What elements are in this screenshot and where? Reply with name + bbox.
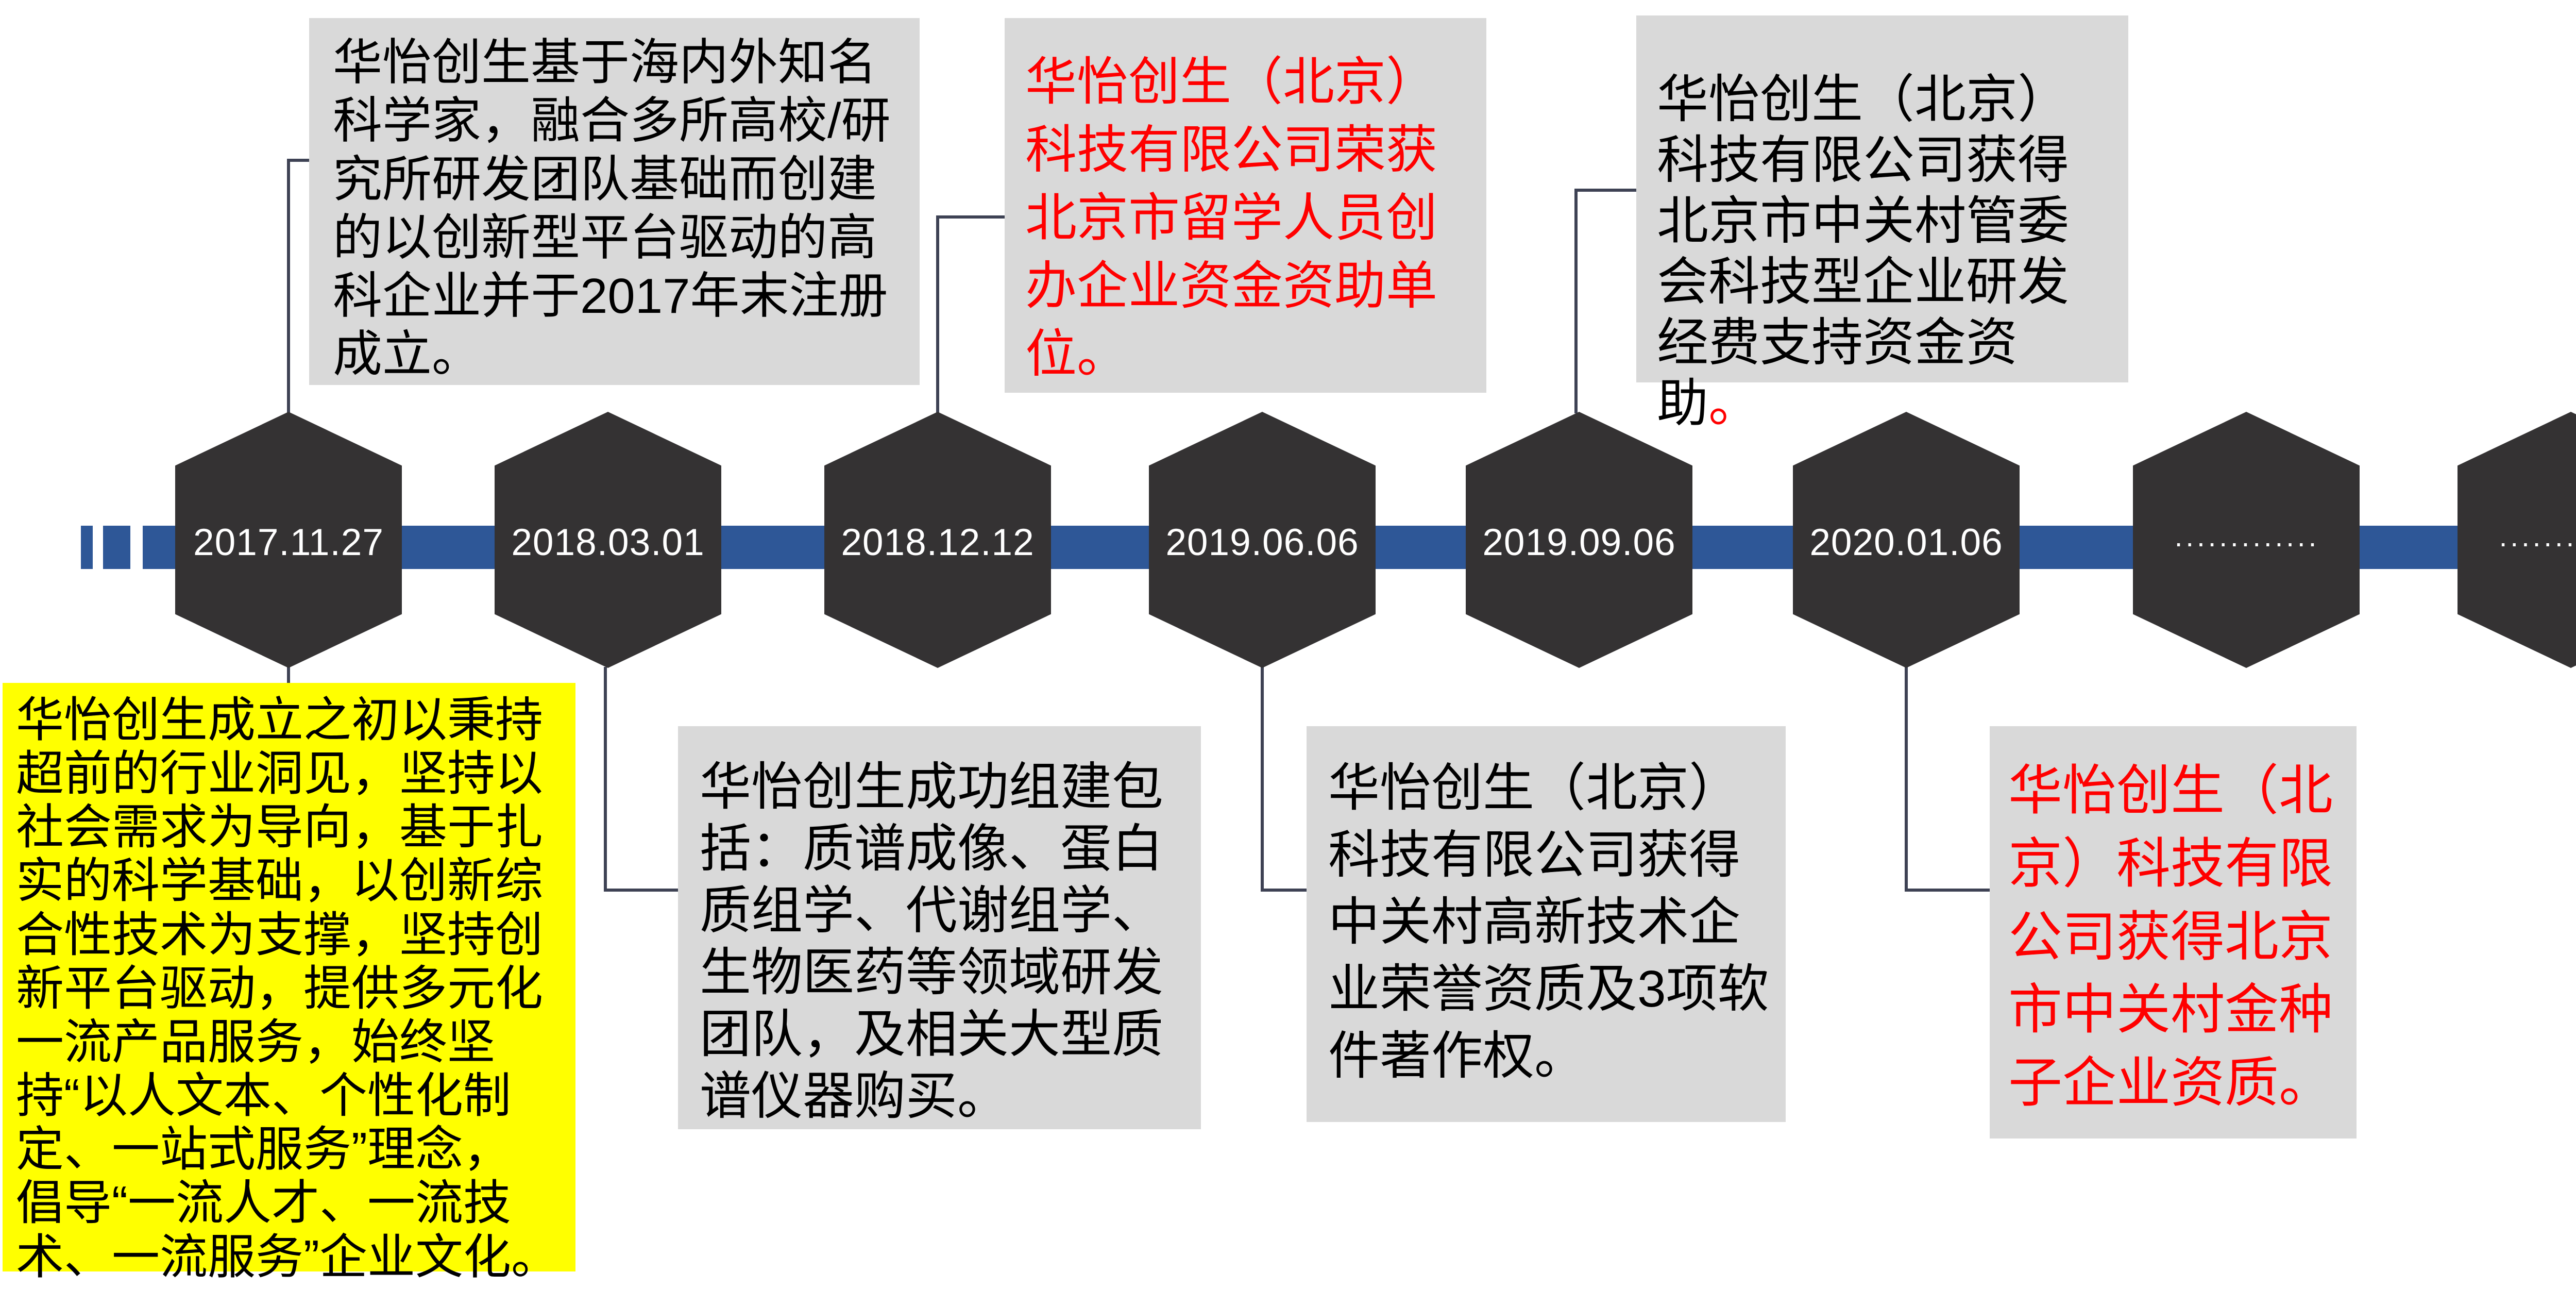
node-dots: ············· [2174,526,2319,559]
callout-founding: 华怡创生基于海内外知名科学家，融合多所高校/研究所研发团队基础而创建的以创新型平… [309,18,920,385]
timeline-node-2017-11-27: 2017.11.27 [175,412,402,668]
connector-zgc-rd-fund [1574,189,1639,413]
callout-gold-seed-text: 华怡创生（北京）科技有限公司获得北京市中关村金种子企业资质。 [2008,761,2333,1113]
node-date: 2019.06.06 [1165,522,1359,563]
callout-zgc-rd-fund-period: 。 [1708,375,1760,432]
connector-founding [287,159,312,413]
node-date: 2020.01.06 [1809,522,2003,563]
callout-vision: 华怡创生成立之初以秉持超前的行业洞见，坚持以社会需求为导向，基于扎实的科学基础，… [3,683,575,1284]
callout-teams: 华怡创生成功组建包括：质谱成像、蛋白质组学、代谢组学、生物医药等领域研发团队，及… [678,726,1201,1129]
connector-vision [287,667,292,685]
node-dots: ············· [2498,526,2576,559]
connector-gold-seed [1905,667,1993,892]
timeline-node-2020-01-06: 2020.01.06 [1793,412,2020,668]
callout-hightech-text: 华怡创生（北京）科技有限公司获得中关村高新技术企业荣誉资质及3项软件著作权。 [1328,759,1769,1085]
node-date: 2017.11.27 [193,522,384,563]
node-date: 2018.12.12 [841,522,1035,563]
callout-teams-text: 华怡创生成功组建包括：质谱成像、蛋白质组学、代谢组学、生物医药等领域研发团队，及… [700,758,1163,1125]
connector-overseas-fund [936,215,1008,413]
callout-founding-text: 华怡创生基于海内外知名科学家，融合多所高校/研究所研发团队基础而创建的以创新型平… [333,35,891,382]
timeline-node-2018-03-01: 2018.03.01 [495,412,721,668]
node-date: 2018.03.01 [511,522,705,563]
timeline-node-future-2: ············· [2458,412,2576,668]
callout-overseas-fund: 华怡创生（北京）科技有限公司荣获北京市留学人员创办企业资金资助单位。 [1005,18,1486,393]
timeline-node-future-1: ············· [2133,412,2360,668]
callout-hightech: 华怡创生（北京）科技有限公司获得中关村高新技术企业荣誉资质及3项软件著作权。 [1307,726,1786,1122]
timeline-node-2019-09-06: 2019.09.06 [1466,412,1692,668]
arrow-dash-left-small [81,526,93,569]
connector-teams [604,667,681,892]
timeline-node-2018-12-12: 2018.12.12 [824,412,1051,668]
callout-zgc-rd-fund: 华怡创生（北京）科技有限公司获得北京市中关村管委会科技型企业研发经费支持资金资助… [1636,15,2128,432]
timeline-node-2019-06-06: 2019.06.06 [1149,412,1376,668]
callout-vision-text: 华怡创生成立之初以秉持超前的行业洞见，坚持以社会需求为导向，基于扎实的科学基础，… [16,693,559,1284]
node-date: 2019.09.06 [1482,522,1676,563]
callout-gold-seed: 华怡创生（北京）科技有限公司获得北京市中关村金种子企业资质。 [1990,726,2357,1139]
callout-zgc-rd-fund-text: 华怡创生（北京）科技有限公司获得北京市中关村管委会科技型企业研发经费支持资金资助 [1657,71,2069,432]
callout-overseas-fund-text: 华怡创生（北京）科技有限公司荣获北京市留学人员创办企业资金资助单位。 [1025,53,1437,383]
connector-hightech [1261,667,1310,892]
arrow-dash-left-large [103,526,130,569]
